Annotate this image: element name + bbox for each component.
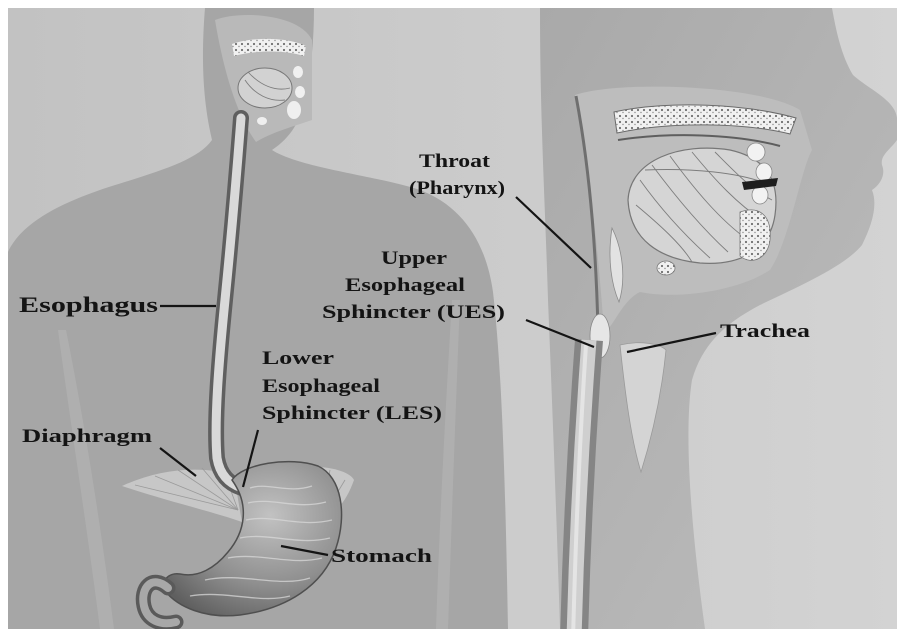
label-ues-line3: Sphincter (UES) bbox=[322, 302, 505, 323]
label-esophagus: Esophagus bbox=[19, 292, 159, 317]
mini-teeth bbox=[293, 66, 303, 78]
hyoid-bone bbox=[657, 261, 675, 275]
label-ues-line1: Upper bbox=[381, 248, 448, 269]
upper-teeth bbox=[747, 143, 765, 161]
label-trachea: Trachea bbox=[720, 321, 811, 342]
label-les-line2: Esophageal bbox=[262, 376, 380, 397]
jaw-bone bbox=[740, 210, 770, 260]
mini-tongue bbox=[238, 68, 292, 108]
label-ues-line2: Esophageal bbox=[345, 275, 465, 296]
label-les-line3: Sphincter (LES) bbox=[262, 403, 442, 424]
label-les-line1: Lower bbox=[262, 348, 335, 369]
mini-hyoid bbox=[257, 117, 267, 125]
label-diaphragm: Diaphragm bbox=[22, 426, 152, 447]
upper-teeth bbox=[756, 163, 772, 181]
label-throat-line1: Throat bbox=[419, 151, 491, 172]
mini-teeth bbox=[295, 86, 305, 98]
mini-jaw-bone bbox=[287, 101, 301, 119]
label-stomach: Stomach bbox=[331, 546, 433, 567]
label-throat-line2: (Pharynx) bbox=[409, 178, 505, 199]
